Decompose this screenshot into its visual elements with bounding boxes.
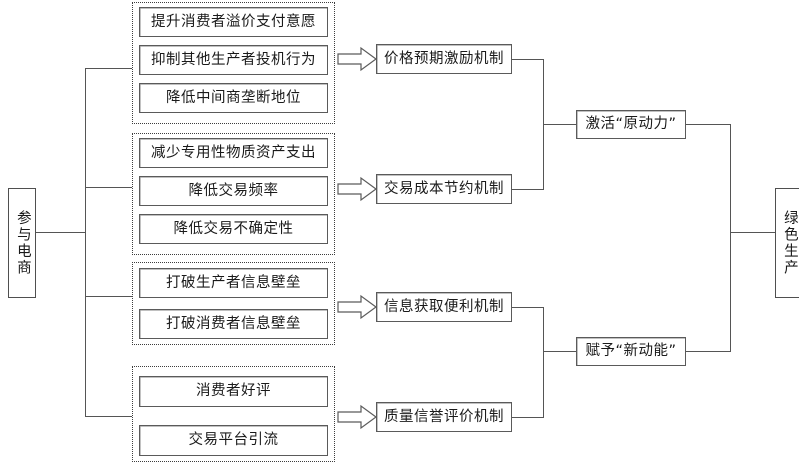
connector-branch-group-3 — [85, 296, 132, 297]
factor-item: 降低中间商垄断地位 — [139, 83, 328, 113]
group-container-2 — [132, 133, 335, 255]
connector-aggregator-upper-out — [686, 124, 731, 125]
mechanism-box: 交易成本节约机制 — [376, 174, 512, 204]
factor-label: 打破生产者信息壁垒 — [166, 274, 301, 291]
factor-label: 打破消费者信息壁垒 — [166, 315, 301, 332]
factor-label: 提升消费者溢价支付意愿 — [151, 13, 316, 30]
factor-label: 消费者好评 — [196, 383, 271, 400]
aggregator-box-upper: 激活“原动力” — [576, 110, 686, 139]
factor-item: 抑制其他生产者投机行为 — [139, 45, 328, 75]
factor-item: 打破消费者信息壁垒 — [139, 309, 328, 339]
connector-branch-group-2 — [85, 187, 132, 188]
source-node-label: 参与电商 — [14, 210, 31, 276]
connector-branch-group-4 — [85, 416, 132, 417]
connector-mech1-out — [512, 59, 544, 60]
connector-mech2-out — [512, 189, 544, 190]
mechanism-label: 交易成本节约机制 — [384, 180, 504, 197]
target-node-green-production: 绿色生产 — [775, 188, 799, 298]
mechanism-box: 价格预期激励机制 — [376, 44, 512, 74]
factor-item: 交易平台引流 — [139, 425, 328, 456]
factor-item: 消费者好评 — [139, 376, 328, 407]
connector-final-to-target — [730, 232, 775, 233]
factor-label: 抑制其他生产者投机行为 — [151, 51, 316, 68]
factor-label: 减少专用性物质资产支出 — [151, 144, 316, 161]
block-arrow-icon — [337, 294, 377, 320]
mechanism-label: 价格预期激励机制 — [384, 50, 504, 67]
group-container-1 — [132, 2, 335, 124]
connector-branch-group-1 — [85, 68, 132, 69]
connector-mech4-out — [512, 417, 544, 418]
connector-upper-merge-to-aggregator — [543, 124, 576, 125]
connector-left-trunk — [85, 68, 86, 416]
factor-label: 降低中间商垄断地位 — [166, 89, 301, 106]
group-container-4 — [132, 366, 335, 462]
factor-item: 打破生产者信息壁垒 — [139, 268, 328, 298]
factor-label: 降低交易不确定性 — [173, 220, 294, 237]
connector-mech3-out — [512, 307, 544, 308]
mechanism-label: 信息获取便利机制 — [384, 298, 504, 315]
mechanism-box: 质量信誉评价机制 — [376, 402, 512, 432]
factor-item: 提升消费者溢价支付意愿 — [139, 7, 328, 37]
factor-item: 降低交易不确定性 — [139, 214, 328, 244]
aggregator-label: 赋予“新动能” — [585, 343, 677, 360]
connector-source-stem — [36, 232, 85, 233]
block-arrow-icon — [337, 46, 377, 72]
connector-final-merge-spine — [730, 124, 731, 352]
mechanism-box: 信息获取便利机制 — [376, 292, 512, 322]
group-container-3 — [132, 262, 335, 345]
factor-label: 交易平台引流 — [188, 432, 279, 449]
factor-item: 减少专用性物质资产支出 — [139, 138, 328, 168]
aggregator-box-lower: 赋予“新动能” — [576, 337, 686, 366]
connector-lower-merge-to-aggregator — [543, 351, 576, 352]
connector-lower-merge-spine — [543, 307, 544, 417]
connector-aggregator-lower-out — [686, 351, 731, 352]
block-arrow-icon — [337, 404, 377, 430]
aggregator-label: 激活“原动力” — [585, 116, 677, 133]
target-node-label: 绿色生产 — [781, 210, 798, 276]
source-node-participate-ecommerce: 参与电商 — [8, 188, 36, 298]
factor-item: 降低交易频率 — [139, 176, 328, 206]
factor-label: 降低交易频率 — [188, 182, 279, 199]
block-arrow-icon — [337, 176, 377, 202]
mechanism-label: 质量信誉评价机制 — [384, 408, 504, 425]
